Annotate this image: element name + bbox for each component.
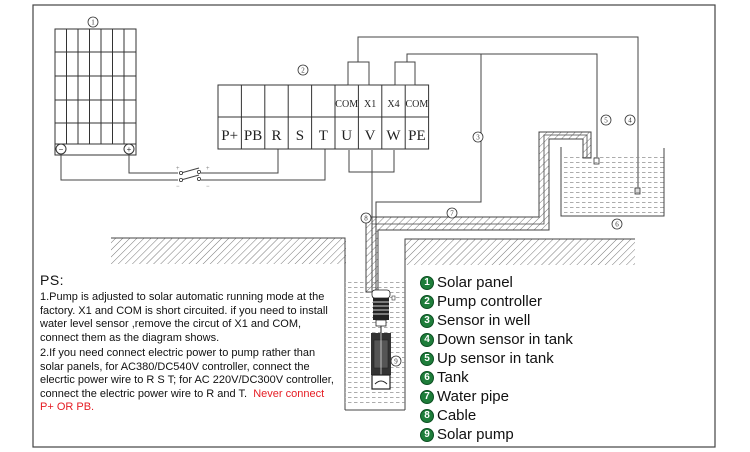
outer-frame [32, 4, 716, 448]
controller-terminal-s: S [296, 128, 304, 144]
callout-8: 8 [360, 212, 372, 224]
notes-title: PS: [40, 272, 65, 288]
callout-5: 5 [600, 114, 612, 126]
controller-terminal-label: COM [406, 99, 429, 110]
controller-terminal-v: V [365, 128, 376, 144]
note-1: 1.Pump is adjusted to solar automatic ru… [40, 291, 328, 344]
controller-terminal-label: X4 [387, 99, 399, 110]
note-2: 2.If you need connect electric power to … [40, 347, 340, 415]
legend-number-badge: 1 [420, 275, 434, 290]
svg-text:+: + [176, 166, 180, 172]
note-2-text: 2.If you need connect electric power to … [40, 347, 334, 400]
svg-text:3: 3 [476, 134, 480, 142]
note-2-warning: Never connect P+ OR PB. [40, 387, 325, 414]
callout-6: 6 [611, 218, 623, 230]
controller-terminal-label: COM [335, 99, 358, 110]
legend-number-badge: 2 [420, 294, 434, 309]
legend-label: Down sensor in tank [437, 331, 573, 348]
legend-number-badge: 3 [420, 313, 434, 328]
callout-3: 3 [472, 131, 484, 143]
legend-label: Water pipe [437, 388, 509, 405]
svg-text:+: + [206, 166, 210, 172]
controller-terminal-pplus: P+ [221, 128, 238, 144]
callout-4: 4 [624, 114, 636, 126]
controller-terminal-label: X1 [364, 99, 376, 110]
controller-terminal-u: U [341, 128, 352, 144]
legend-number-badge: 7 [420, 389, 434, 404]
legend-number-badge: 5 [420, 351, 434, 366]
legend-label: Pump controller [437, 293, 543, 310]
legend-label: Sensor in well [437, 312, 531, 329]
svg-text:−: − [206, 184, 210, 190]
callout-7: 7 [446, 207, 458, 219]
water-pipe [365, 131, 592, 293]
legend-label: Solar pump [437, 426, 514, 443]
svg-text:−: − [59, 145, 64, 154]
legend-number-badge: 6 [420, 370, 434, 385]
legend-label: Solar panel [437, 274, 513, 291]
legend-label: Up sensor in tank [437, 350, 554, 367]
legend-number-badge: 8 [420, 408, 434, 423]
legend-label: Tank [437, 369, 469, 386]
legend-label: Cable [437, 407, 477, 424]
controller-terminal-r: R [271, 128, 281, 144]
svg-text:6: 6 [615, 221, 619, 229]
legend-number-badge: 9 [420, 427, 434, 442]
svg-text:5: 5 [604, 117, 608, 125]
callout-1: 1 [87, 16, 99, 28]
controller-terminal-pe: PE [408, 128, 426, 144]
notes-panel: PS: 1.Pump is adjusted to solar automati… [40, 272, 340, 417]
svg-text:1: 1 [91, 19, 95, 27]
svg-text:7: 7 [450, 210, 454, 218]
solar-panel: − + [54, 28, 137, 156]
ground-left [111, 237, 346, 410]
svg-text:+: + [127, 145, 132, 154]
svg-text:9: 9 [394, 358, 398, 366]
ground-right [404, 238, 635, 410]
controller-terminal-pb: PB [244, 128, 262, 144]
svg-text:−: − [176, 184, 180, 190]
legend-number-badge: 4 [420, 332, 434, 347]
controller-terminal-w: W [386, 128, 401, 144]
controller-terminal-t: T [319, 128, 328, 144]
callout-9: 9 [390, 355, 402, 367]
tank [560, 147, 665, 217]
solar-pump [371, 289, 396, 390]
switch: + + − − [176, 166, 210, 190]
callout-2: 2 [297, 64, 309, 76]
svg-text:4: 4 [628, 117, 632, 125]
svg-text:8: 8 [364, 215, 368, 223]
svg-text:2: 2 [301, 67, 305, 75]
